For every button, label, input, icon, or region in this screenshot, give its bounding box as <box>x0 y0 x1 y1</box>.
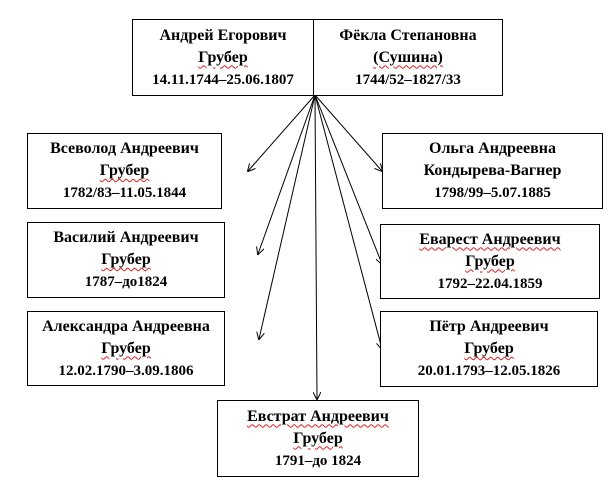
person-name-text: Евстрат Андреевич <box>247 407 389 425</box>
person-name: Василий Андреевич <box>53 229 199 246</box>
person-name: Евстрат Андреевич <box>218 406 418 428</box>
child-box-vsevolod: Всеволод Андреевич Грубер 1782/83–11.05.… <box>27 133 222 209</box>
arrow-vasiliy <box>258 94 316 254</box>
parent-box-mother: Фёкла Степановна (Сушина) 1744/52–1827/3… <box>313 19 503 96</box>
person-surname: Грубер <box>101 339 151 357</box>
arrow-evstrat <box>315 94 317 399</box>
person-dates: 14.11.1744–25.06.1807 <box>152 71 294 88</box>
person-name-text: Еварест Андреевич <box>419 230 561 248</box>
person-name: Александра Андреевна <box>42 317 210 335</box>
child-box-evarest: Еварест Андреевич Грубер 1792–22.04.1859 <box>380 224 600 299</box>
person-dates: 12.02.1790–3.09.1806 <box>58 362 194 379</box>
child-box-evstrat: Евстрат Андреевич Грубер 1791–до 1824 <box>217 400 419 477</box>
parent-box-father: Андрей Егорович Грубер 14.11.1744–25.06.… <box>132 19 314 96</box>
person-name: Андрей Егорович <box>159 26 287 44</box>
person-surname: Грубер <box>465 252 515 270</box>
person-dates: 1787–до1824 <box>84 274 168 290</box>
arrow-petr <box>314 94 382 349</box>
person-surname: Грубер <box>101 251 151 268</box>
person-surname: Кондырева-Вагнер <box>423 162 562 179</box>
person-name: Пётр Андреевич <box>429 318 549 335</box>
person-dates: 1792–22.04.1859 <box>437 275 543 292</box>
person-dates: 1744/52–1827/33 <box>355 71 461 88</box>
person-name: Еварест Андреевич <box>381 229 599 251</box>
person-surname: Грубер <box>99 162 150 179</box>
child-box-aleksandra: Александра Андреевна Грубер 12.02.1790–3… <box>27 311 225 386</box>
person-name: Фёкла Степановна <box>339 26 477 44</box>
arrow-evarest <box>314 94 382 264</box>
person-dates: 20.01.1793–12.05.1826 <box>417 363 561 379</box>
person-surname: (Сушина) <box>373 48 443 66</box>
person-dates: 1791–до 1824 <box>274 452 362 469</box>
person-surname: Грубер <box>464 340 514 357</box>
child-box-olga: Ольга Андреевна Кондырева-Вагнер 1798/99… <box>382 133 603 209</box>
child-box-petr: Пётр Андреевич Грубер 20.01.1793–12.05.1… <box>380 311 598 387</box>
person-name: Ольга Андреевна <box>429 140 556 157</box>
person-surname: Грубер <box>198 48 248 66</box>
child-box-vasiliy: Василий Андреевич Грубер 1787–до1824 <box>27 222 225 298</box>
arrow-olga <box>314 94 382 171</box>
person-dates: 1798/99–5.07.1885 <box>434 185 551 201</box>
person-name: Всеволод Андреевич <box>50 140 199 157</box>
person-surname: Грубер <box>293 429 343 447</box>
arrow-aleksandra <box>259 94 316 339</box>
person-dates: 1782/83–11.05.1844 <box>62 185 187 201</box>
arrow-vsevolod <box>248 94 316 171</box>
